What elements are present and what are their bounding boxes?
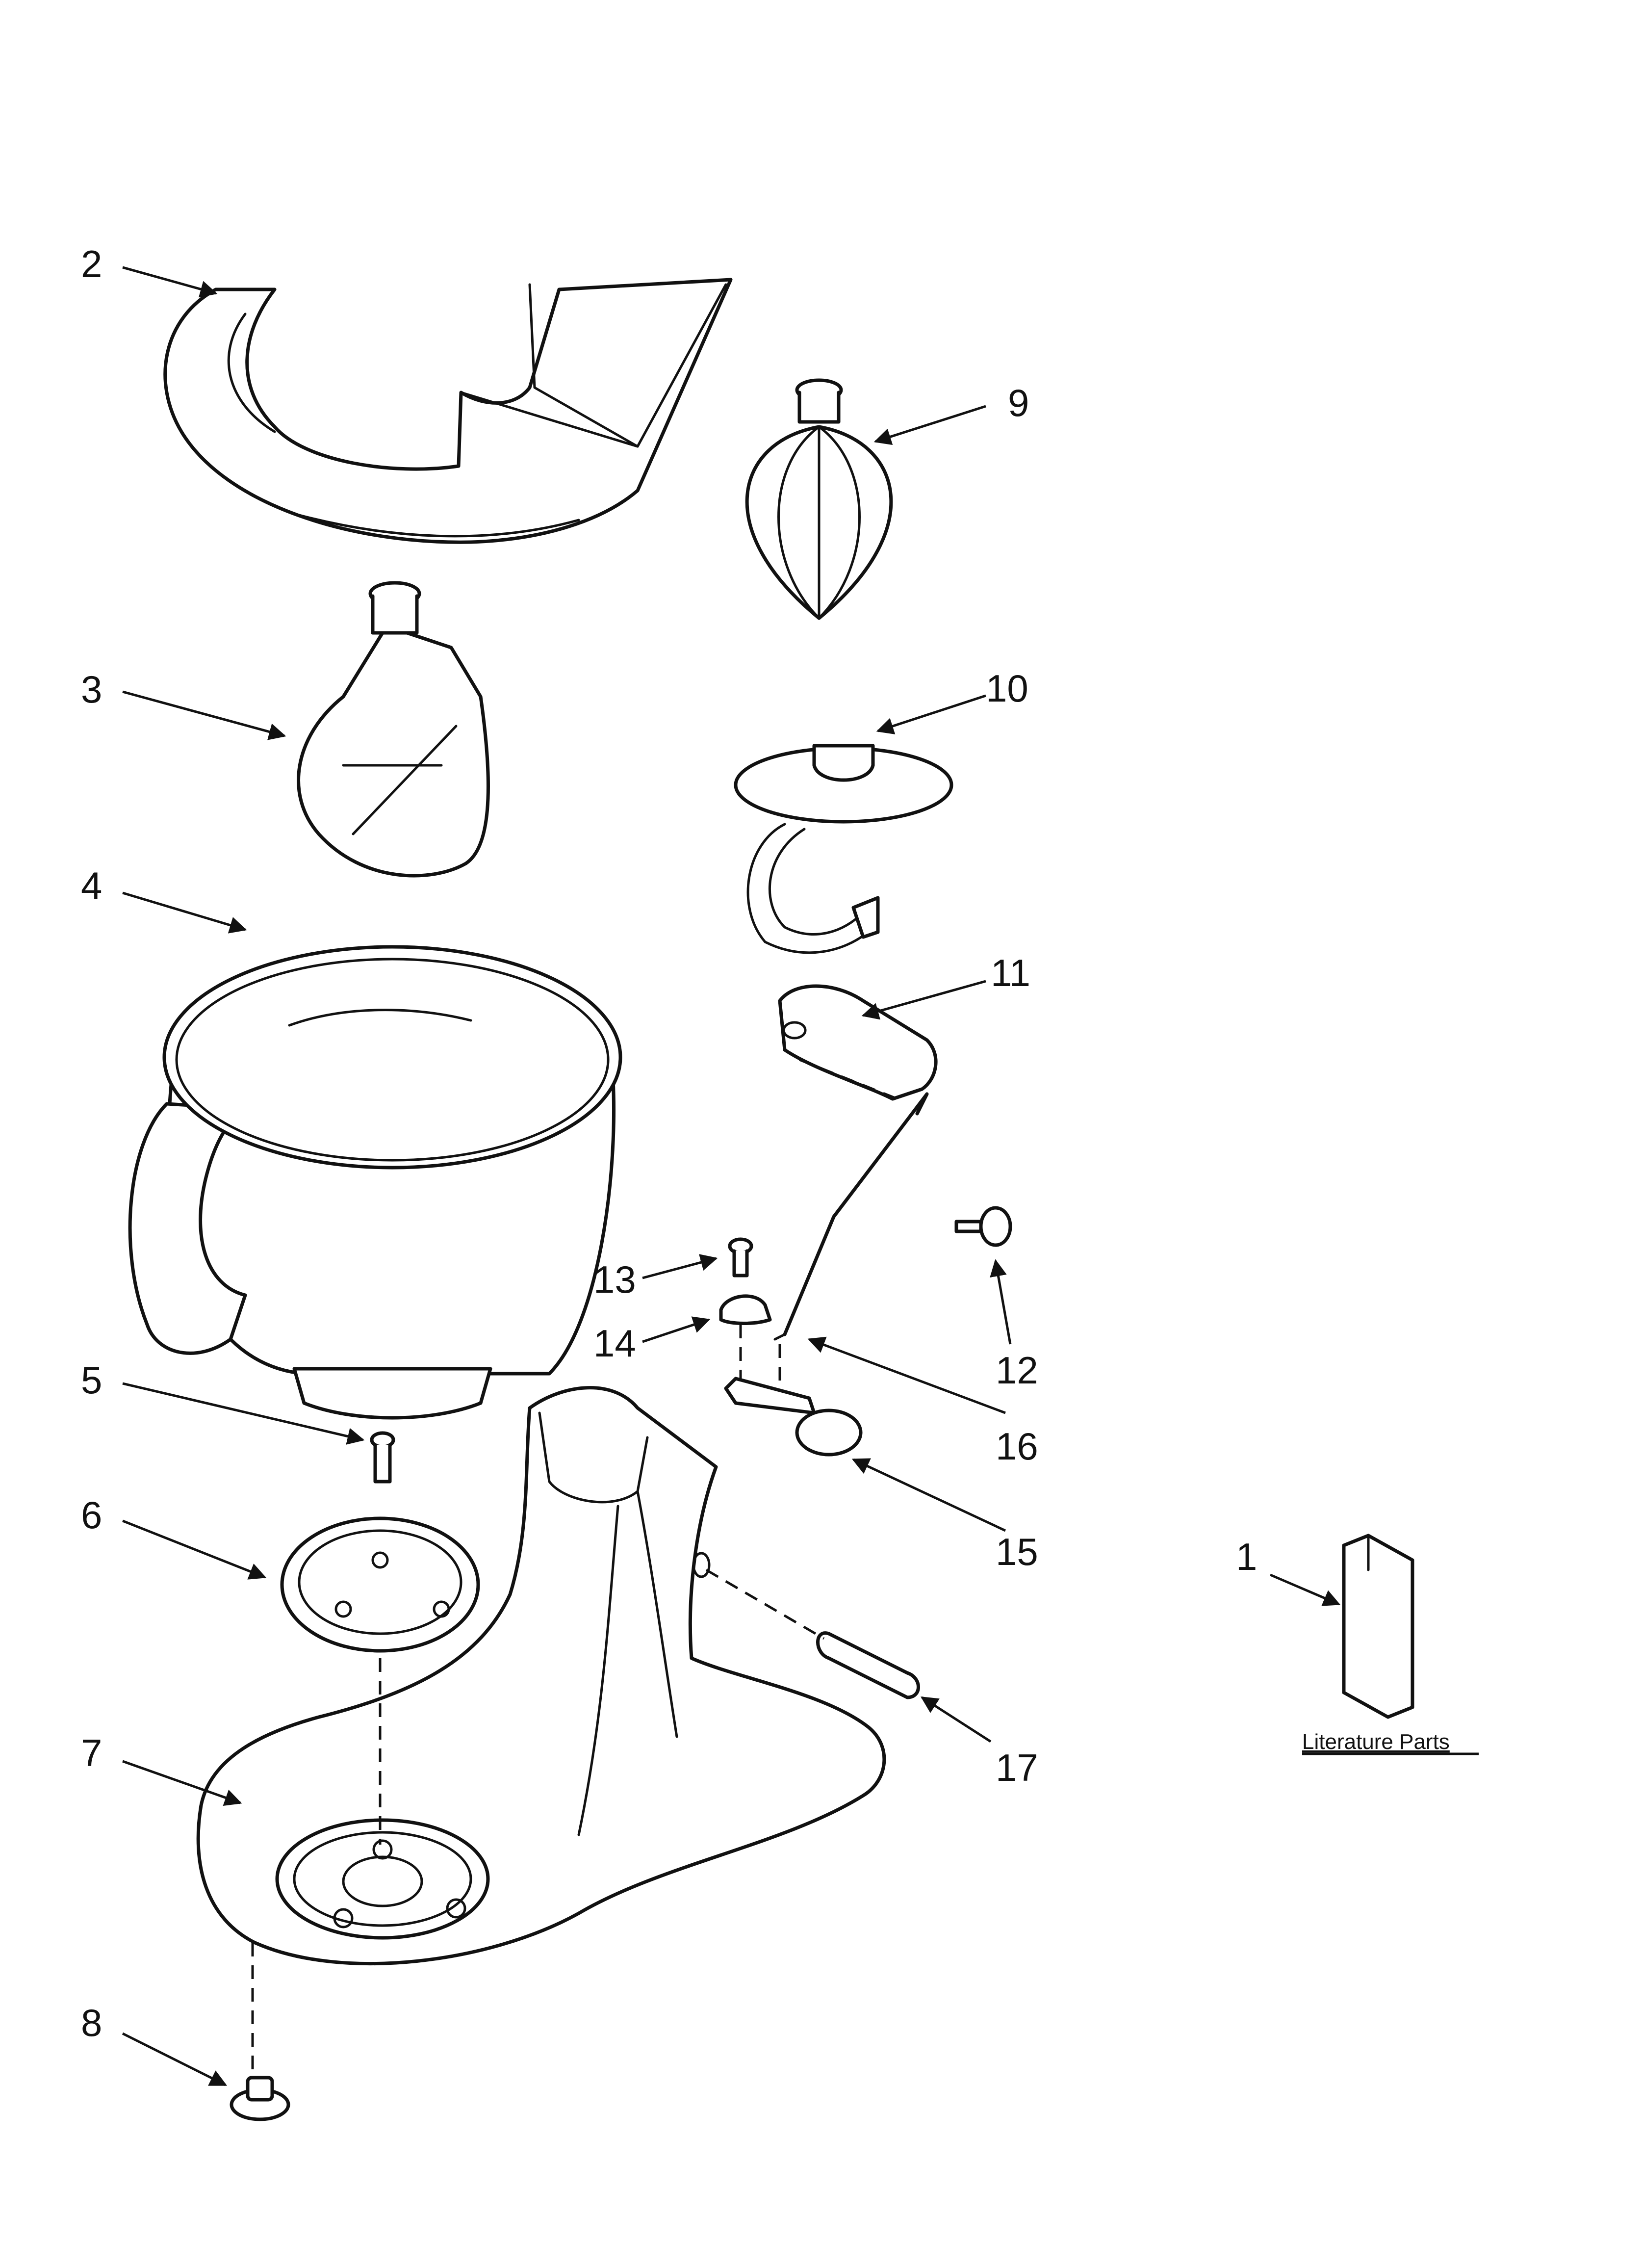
callout-13: 13 [593, 1258, 636, 1301]
callout-12: 12 [996, 1349, 1038, 1392]
screw-part-13 [728, 1237, 753, 1277]
callout-17: 17 [996, 1746, 1038, 1789]
callout-9: 9 [1008, 381, 1029, 424]
dough-hook-part [734, 744, 953, 954]
callout-6: 6 [81, 1493, 102, 1537]
callout-14: 14 [593, 1322, 636, 1365]
screw-part-5 [370, 1431, 395, 1484]
callout-8: 8 [81, 2001, 102, 2044]
flat-beater-part [297, 581, 490, 878]
mixing-bowl-part [128, 945, 622, 1420]
callout-16: 16 [996, 1425, 1038, 1468]
callout-2: 2 [81, 242, 102, 286]
callout-4: 4 [81, 864, 102, 907]
assembly-guides [251, 1058, 898, 2075]
callout-labels: 2 3 4 5 6 7 8 9 10 11 12 13 14 15 16 17 … [81, 242, 1479, 2044]
callout-1: 1 [1236, 1535, 1257, 1578]
pouring-shield-part [163, 278, 733, 544]
pin-part [816, 1631, 920, 1699]
callout-11: 11 [991, 951, 1030, 994]
callout-10: 10 [986, 667, 1028, 710]
lever-part [724, 1377, 863, 1457]
clamping-plate-part [280, 1516, 480, 1653]
callout-15: 15 [996, 1530, 1038, 1573]
washer-part [719, 1294, 772, 1325]
wire-whip-part [745, 378, 893, 620]
callout-5: 5 [81, 1358, 102, 1402]
callout-3: 3 [81, 668, 102, 711]
literature-parts-label: Literature Parts [1302, 1730, 1450, 1754]
mixer-base-part [196, 1386, 886, 1966]
wire-rod-part [773, 1092, 929, 1341]
screw-part-12 [954, 1206, 1012, 1247]
literature-part [1342, 1534, 1414, 1719]
callout-7: 7 [81, 1731, 102, 1774]
leader-arrows [122, 266, 1341, 2086]
hinge-housing-part [778, 984, 938, 1101]
foot-part [230, 2076, 290, 2121]
